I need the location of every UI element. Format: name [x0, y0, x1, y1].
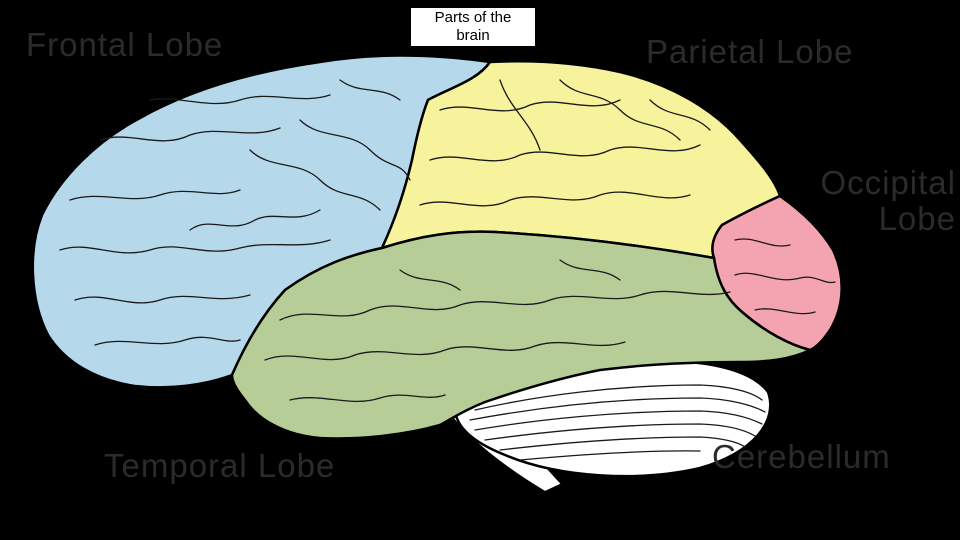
parietal-gyri-lines — [419, 79, 711, 207]
occipital-lobe-label: Occipital Lobe — [788, 165, 956, 237]
occipital-label-line-2: Lobe — [878, 200, 956, 237]
caption-line-2: brain — [456, 27, 490, 44]
cerebellum-label: Cerebellum — [712, 438, 891, 475]
temporal-gyri-lines — [264, 259, 731, 402]
caption-line-1: Parts of the — [434, 9, 512, 26]
frontal-gyri-lines — [59, 79, 411, 346]
cerebellum-folia-lines — [469, 384, 766, 461]
temporal-lobe-label: Temporal Lobe — [104, 447, 336, 484]
frontal-lobe-label: Frontal Lobe — [26, 26, 224, 63]
lobe-boundary-dashed — [489, 231, 715, 259]
parietal-lobe-label: Parietal Lobe — [646, 33, 854, 70]
occipital-gyri-lines — [734, 238, 836, 315]
occipital-label-line-1: Occipital — [820, 164, 956, 201]
